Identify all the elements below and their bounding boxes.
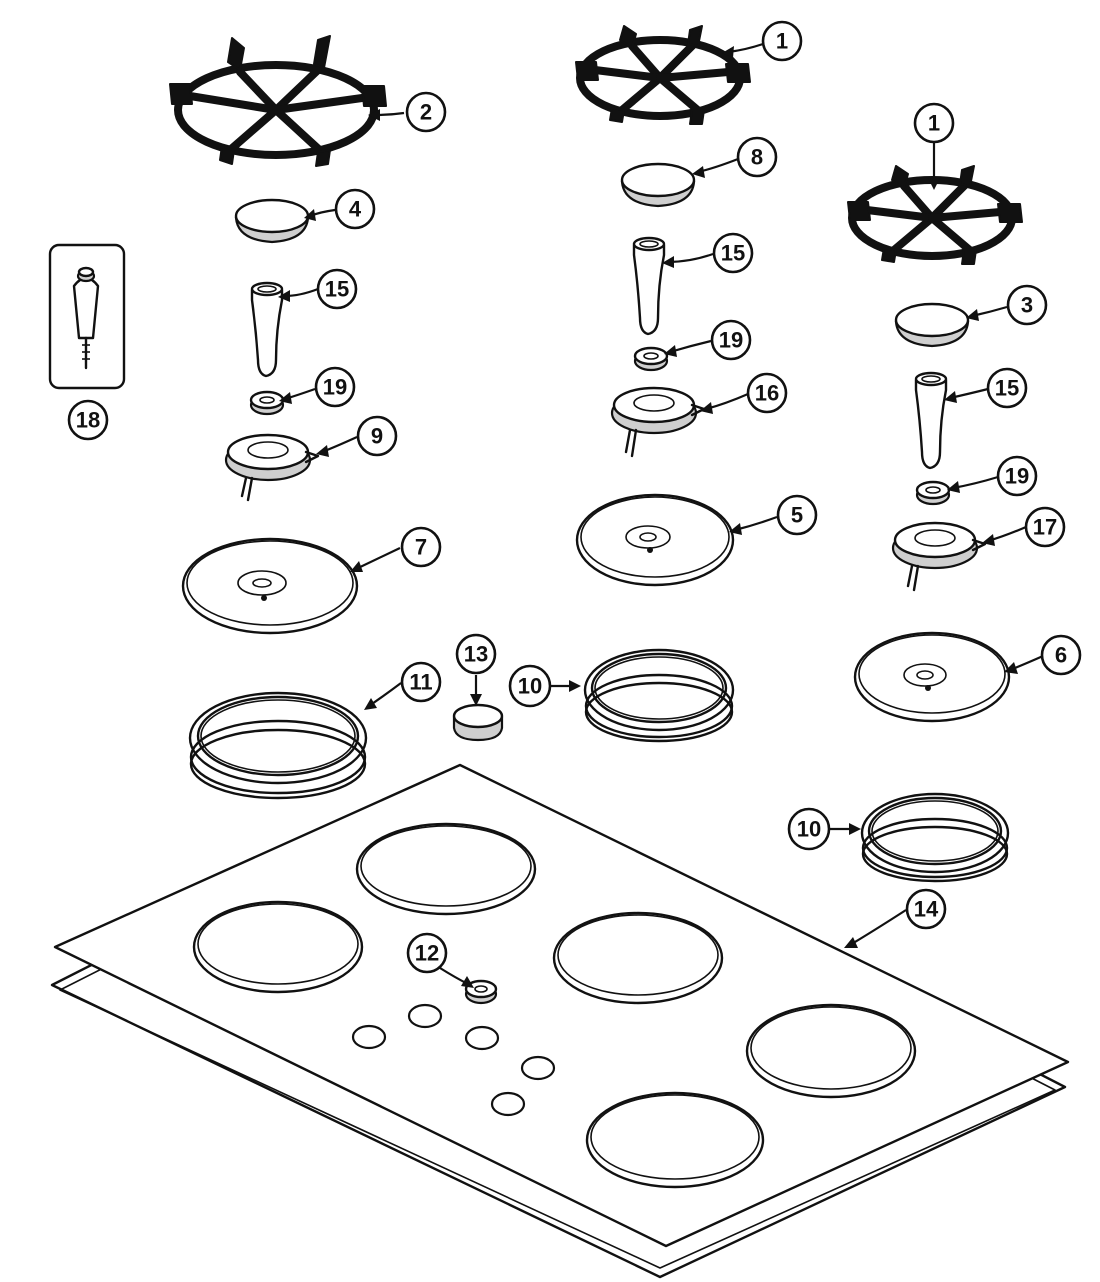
callout-15-right: 15 — [986, 367, 1028, 409]
tube-15-middle — [632, 236, 666, 336]
callout-16-label: 16 — [755, 381, 779, 406]
burner-base-17 — [891, 521, 987, 592]
knob-hole — [464, 1025, 500, 1051]
burner-cap-8 — [620, 162, 696, 208]
callout-17: 17 — [1024, 506, 1066, 548]
callout-10-right: 10 — [787, 807, 831, 851]
callout-5: 5 — [776, 494, 818, 536]
knob-hole — [351, 1024, 387, 1050]
igniter-18 — [48, 243, 126, 390]
burner-cap-3 — [894, 302, 970, 348]
callout-19-left: 19 — [314, 366, 356, 408]
callout-15-right-label: 15 — [995, 376, 1019, 401]
callout-7: 7 — [400, 526, 442, 568]
callout-19-middle-label: 19 — [719, 328, 743, 353]
tube-15-left — [250, 281, 284, 378]
nut-19-middle — [633, 346, 669, 372]
callout-4-label: 4 — [349, 197, 362, 222]
callout-15-middle: 15 — [712, 232, 754, 274]
drip-pan-6 — [853, 631, 1011, 723]
callout-1-middle: 1 — [761, 20, 803, 62]
trim-ring-10-middle — [583, 648, 735, 743]
callout-19-left-label: 19 — [323, 375, 347, 400]
drip-pan-5 — [575, 493, 735, 587]
callout-18: 18 — [67, 399, 109, 441]
nut-19-left — [249, 390, 285, 416]
burner-base-16 — [610, 386, 706, 458]
callout-6: 6 — [1040, 634, 1082, 676]
burner-base-9 — [224, 433, 320, 502]
callout-10-middle-label: 10 — [518, 674, 542, 699]
callout-5-label: 5 — [791, 503, 803, 528]
callout-7-label: 7 — [415, 535, 427, 560]
callout-14-label: 14 — [914, 897, 939, 922]
callout-8-label: 8 — [751, 145, 763, 170]
callout-14: 14 — [905, 888, 947, 930]
callout-9: 9 — [356, 415, 398, 457]
callout-19-middle: 19 — [710, 319, 752, 361]
callout-9-label: 9 — [371, 424, 383, 449]
callout-1-middle-label: 1 — [776, 29, 788, 54]
knob-hole — [490, 1091, 526, 1117]
callout-19-right: 19 — [996, 455, 1038, 497]
nut-12 — [464, 979, 498, 1005]
callout-15-left: 15 — [316, 268, 358, 310]
leader-lines — [278, 42, 1044, 988]
callout-1-right: 1 — [913, 102, 955, 144]
callout-3-label: 3 — [1021, 293, 1033, 318]
callout-15-middle-label: 15 — [721, 241, 745, 266]
callout-15-left-label: 15 — [325, 277, 349, 302]
tube-15-right — [914, 371, 948, 470]
callout-18-label: 18 — [76, 408, 100, 433]
grate-1-middle — [575, 25, 751, 125]
callout-1-right-label: 1 — [928, 111, 940, 136]
burner-cap-4 — [234, 198, 310, 244]
callout-12: 12 — [406, 932, 448, 974]
drip-pan-7 — [181, 537, 359, 635]
callout-10-middle: 10 — [508, 664, 552, 708]
callout-10-right-label: 10 — [797, 817, 821, 842]
callout-2-label: 2 — [420, 100, 432, 125]
callout-3: 3 — [1006, 284, 1048, 326]
callout-6-label: 6 — [1055, 643, 1067, 668]
burner-cap-13 — [452, 703, 504, 742]
callout-11-label: 11 — [409, 670, 432, 695]
cooktop-top-14 — [53, 763, 1070, 1248]
grate-2 — [169, 35, 387, 167]
nut-19-right — [915, 480, 951, 506]
callout-16: 16 — [746, 372, 788, 414]
callout-11: 11 — [400, 661, 442, 703]
callout-2: 2 — [405, 91, 447, 133]
callout-13: 13 — [455, 633, 497, 675]
callout-4: 4 — [334, 188, 376, 230]
callout-19-right-label: 19 — [1005, 464, 1029, 489]
knob-hole — [520, 1055, 556, 1081]
callout-17-label: 17 — [1033, 515, 1057, 540]
knob-hole — [407, 1003, 443, 1029]
trim-ring-10-right — [860, 792, 1010, 883]
callout-13-label: 13 — [464, 642, 488, 667]
callout-12-label: 12 — [415, 941, 439, 966]
callout-8: 8 — [736, 136, 778, 178]
trim-ring-11 — [188, 691, 368, 800]
